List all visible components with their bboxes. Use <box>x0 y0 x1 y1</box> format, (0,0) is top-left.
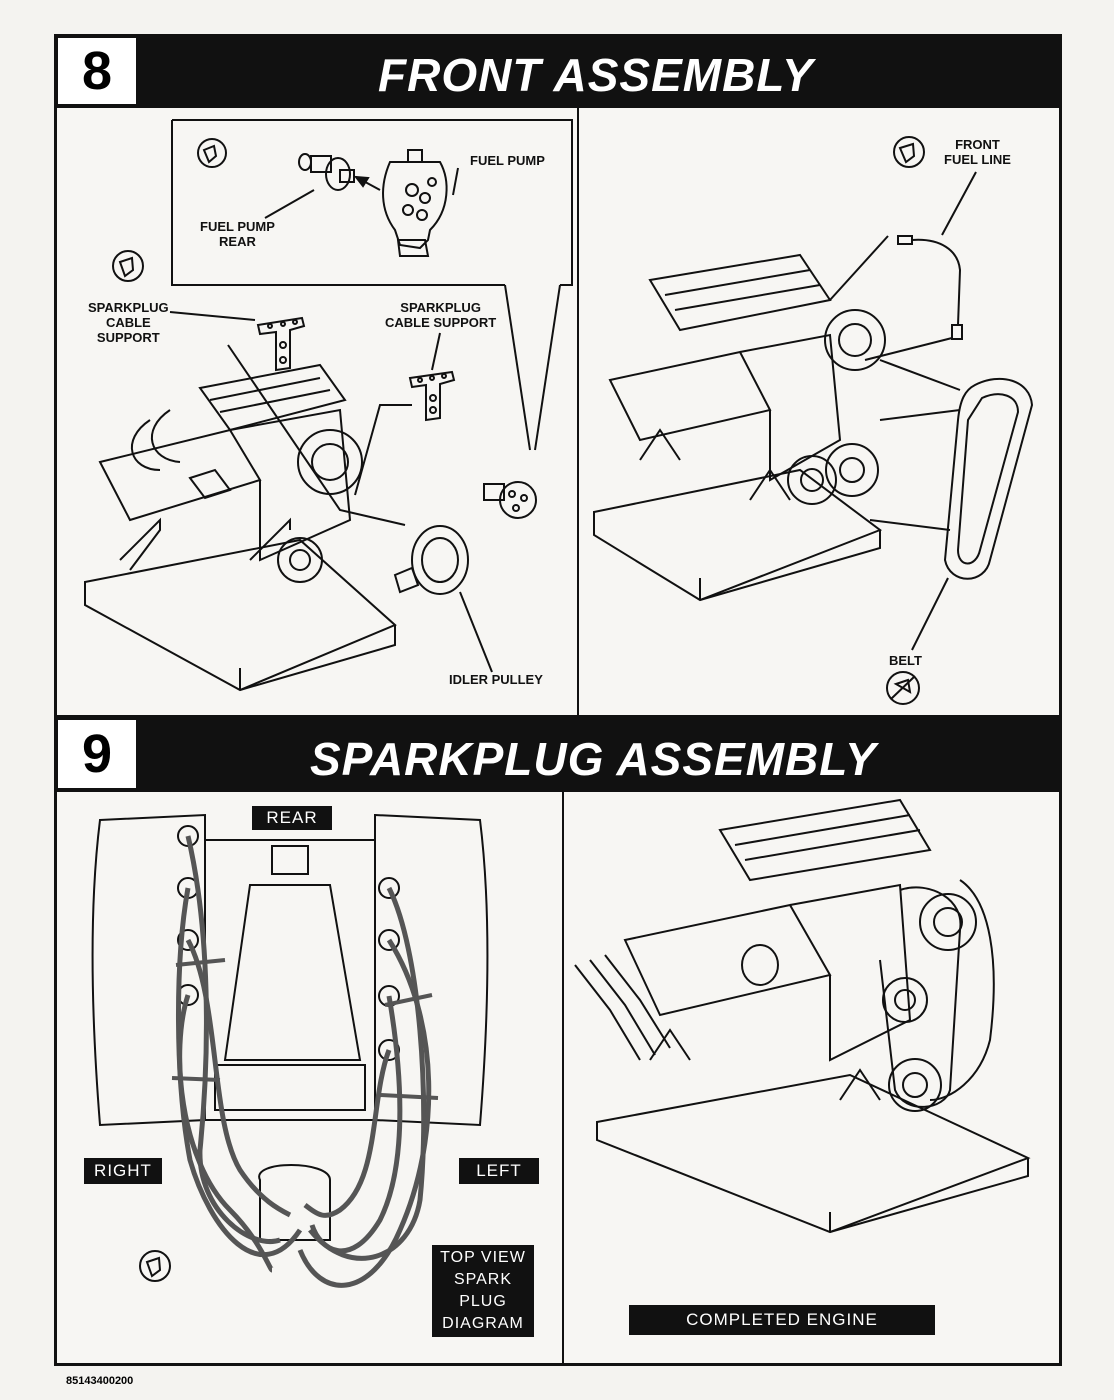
step8-number: 8 <box>54 34 140 108</box>
cable-support-right-leader <box>431 332 441 371</box>
part-code: 85143400200 <box>66 1375 134 1387</box>
belt-part <box>943 377 1034 580</box>
left-tag: LEFT <box>459 1158 539 1184</box>
sparkplug-cable-support-right <box>408 370 456 422</box>
belt-callout-lines <box>869 359 961 531</box>
completed-engine-tag: COMPLETED ENGINE <box>629 1305 935 1335</box>
fuel-pump-inset-box <box>171 119 573 286</box>
fuel-line-leader <box>941 171 977 236</box>
right-tag: RIGHT <box>84 1158 162 1184</box>
sparkplug-cable-support-left-label: SPARKPLUG CABLE SUPPORT <box>88 300 169 345</box>
step8-title: FRONT ASSEMBLY <box>378 49 814 101</box>
fuel-line-callout-1 <box>829 235 889 301</box>
step9-title-bar <box>54 716 1062 792</box>
step9-number: 9 <box>54 716 140 792</box>
spark-plug-wires <box>175 835 432 1288</box>
cement-icon-3 <box>893 136 925 168</box>
step9-panel <box>54 716 1062 1366</box>
fuel-pump-rear-label: FUEL PUMP REAR <box>200 219 275 249</box>
sparkplug-cable-support-right-label: SPARKPLUG CABLE SUPPORT <box>385 300 497 330</box>
idler-pulley-part <box>393 525 469 595</box>
top-view-engine-outline <box>91 813 489 1241</box>
cement-icon-2 <box>112 250 144 282</box>
fuel-pump-rear-part <box>298 153 355 191</box>
engine-drawing-step8-left <box>84 363 397 692</box>
front-fuel-line-label: FRONT FUEL LINE <box>944 137 1011 167</box>
fuel-pump-installed-part <box>483 481 537 519</box>
cement-icon-1 <box>197 138 227 168</box>
wire-ties <box>171 958 439 1100</box>
no-cement-icon <box>886 671 920 705</box>
sparkplug-cable-support-left <box>256 316 306 372</box>
cement-icon-4 <box>139 1250 171 1282</box>
fuel-pump-part <box>382 149 448 257</box>
inset-callout-line-2 <box>534 284 561 451</box>
inset-callout-line <box>504 284 531 451</box>
rear-tag: REAR <box>252 806 332 830</box>
step8-title-bar <box>54 34 1062 108</box>
engine-drawing-step8-right <box>593 253 886 602</box>
cable-support-left-leader <box>169 311 256 321</box>
step9-title: SPARKPLUG ASSEMBLY <box>310 733 877 785</box>
belt-label: BELT <box>889 653 922 668</box>
idler-pulley-label: IDLER PULLEY <box>449 672 543 687</box>
callout-line-b <box>227 344 406 526</box>
front-fuel-line-part <box>897 235 963 340</box>
completed-engine-drawing <box>574 798 1031 1234</box>
belt-leader <box>911 577 949 651</box>
fuel-pump-leader <box>452 167 459 196</box>
fuel-pump-rear-leader <box>264 189 315 219</box>
fuel-pump-label: FUEL PUMP <box>470 153 545 168</box>
callout-line-a <box>354 404 412 496</box>
idler-pulley-leader <box>459 591 493 673</box>
fuel-line-callout-2 <box>864 337 953 361</box>
top-view-spark-plug-diagram-tag: TOP VIEW SPARK PLUG DIAGRAM <box>432 1245 534 1337</box>
assembly-arrowhead <box>353 175 370 188</box>
